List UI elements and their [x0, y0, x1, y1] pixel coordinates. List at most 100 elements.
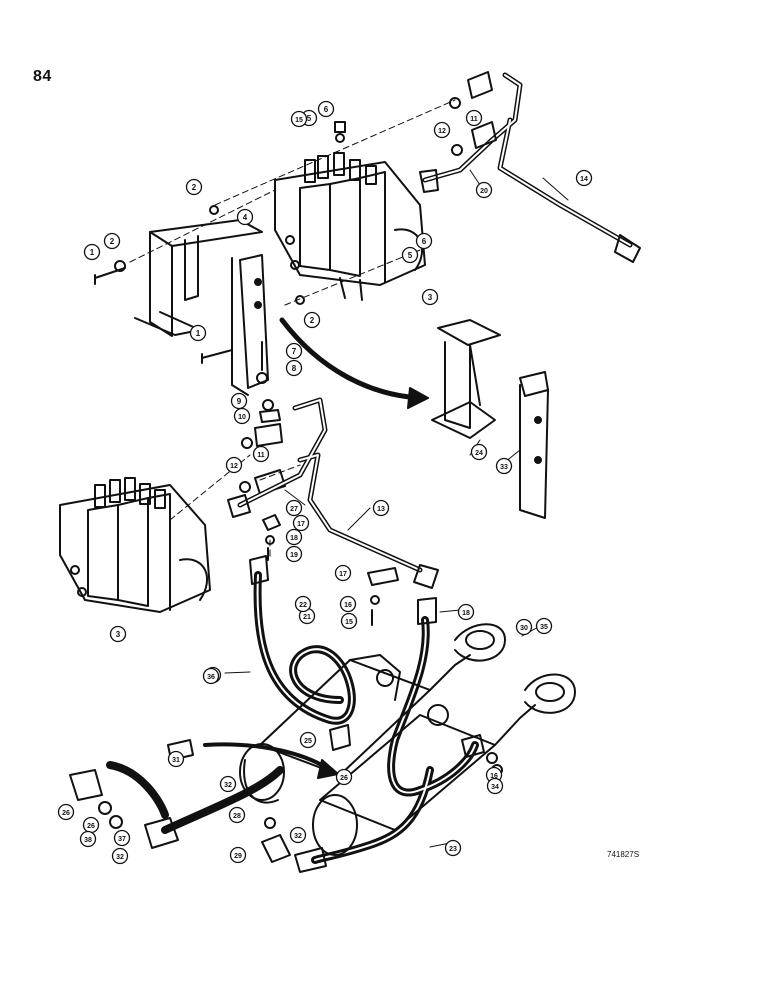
callout-33: 33: [495, 457, 513, 475]
steel-tubes-upper: [422, 72, 633, 248]
steel-tubes-middle-inner: [239, 399, 421, 571]
callout-label: 14: [580, 176, 588, 183]
callout-label: 16: [490, 773, 498, 780]
callout-label: 33: [500, 464, 508, 471]
callout-label: 17: [339, 571, 347, 578]
callout-label: 34: [491, 784, 499, 791]
callout-label: 36: [207, 674, 215, 681]
hydraulic-cylinder-lower: [312, 673, 576, 856]
callout-32: 32: [219, 775, 237, 793]
callout-32: 32: [289, 826, 307, 844]
callout-2: 2: [103, 232, 121, 250]
callout-11: 11: [465, 109, 483, 127]
callout-label: 38: [84, 837, 92, 844]
callout-group: 1122233455667891011111212131415151616171…: [57, 100, 593, 865]
mounting-bracket: [134, 219, 269, 396]
callout-8: 8: [285, 359, 303, 377]
callout-circle: [57, 803, 75, 821]
callout-circle: [335, 768, 353, 786]
control-valve-upper: [274, 152, 426, 301]
callout-label: 17: [297, 521, 305, 528]
callout-circle: [575, 169, 593, 187]
callout-17: 17: [334, 564, 352, 582]
callout-6: 6: [415, 232, 433, 250]
callout-circle: [202, 667, 220, 685]
callout-label: 18: [462, 610, 470, 617]
callout-circle: [317, 100, 335, 118]
callout-label: 4: [243, 213, 248, 222]
callout-circle: [486, 777, 504, 795]
callout-circle: [285, 528, 303, 546]
callout-label: 20: [480, 188, 488, 195]
callout-2: 2: [185, 178, 203, 196]
callout-label: 35: [540, 624, 548, 631]
callout-6: 6: [317, 100, 335, 118]
callout-circle: [113, 829, 131, 847]
callout-34: 34: [486, 777, 504, 795]
callout-label: 32: [294, 833, 302, 840]
tube-elbow: [614, 234, 641, 263]
callout-label: 6: [324, 105, 329, 114]
callout-circle: [83, 243, 101, 261]
bolts: [94, 205, 305, 384]
callout-circle: [219, 775, 237, 793]
callout-19: 19: [285, 545, 303, 563]
callout-7: 7: [285, 342, 303, 360]
callout-circle: [229, 846, 247, 864]
arrow-curve: [279, 317, 423, 401]
callout-circle: [535, 617, 553, 635]
callout-38: 38: [79, 830, 97, 848]
callout-1: 1: [83, 243, 101, 261]
callout-circle: [233, 407, 251, 425]
tube-elbow-left: [227, 494, 251, 518]
arrow-head: [407, 387, 429, 409]
arrow-curve-lower: [203, 742, 332, 772]
hydraulic-cylinder-upper: [239, 623, 506, 804]
callout-circle: [372, 499, 390, 517]
callout-label: 23: [449, 846, 457, 853]
callout-label: 5: [307, 114, 312, 123]
callout-20: 20: [475, 181, 493, 199]
callout-16: 16: [339, 595, 357, 613]
callout-circle: [290, 110, 308, 128]
callout-18: 18: [457, 603, 475, 621]
callout-circle: [294, 595, 312, 613]
hose-end-a: [249, 555, 269, 585]
callout-label: 37: [118, 836, 126, 843]
callout-28: 28: [228, 806, 246, 824]
callout-circle: [495, 457, 513, 475]
callout-circle: [340, 612, 358, 630]
hydraulic-hoses: [106, 571, 479, 864]
callout-27: 27: [285, 499, 303, 517]
control-valve-lower: [59, 477, 211, 613]
callout-label: 22: [299, 602, 307, 609]
callout-13: 13: [372, 499, 390, 517]
callout-25: 25: [299, 731, 317, 749]
callout-11: 11: [252, 445, 270, 463]
callout-5: 5: [401, 246, 419, 264]
callout-circle: [515, 618, 533, 636]
callout-circle: [225, 456, 243, 474]
callout-circle: [401, 246, 419, 264]
callout-circle: [289, 826, 307, 844]
callout-circle: [299, 731, 317, 749]
callout-circle: [444, 839, 462, 857]
callout-label: 15: [345, 619, 353, 626]
callout-label: 30: [520, 625, 528, 632]
callout-36: 36: [202, 667, 220, 685]
hydraulic-hoses-inner: [256, 574, 476, 861]
callout-9: 9: [230, 392, 248, 410]
callout-label: 3: [116, 630, 121, 639]
callout-circle: [285, 342, 303, 360]
callout-label: 24: [475, 450, 483, 457]
callout-label: 11: [257, 452, 265, 459]
callout-24: 24: [470, 443, 488, 461]
callout-circle: [292, 514, 310, 532]
alternate-bracket-33: [519, 371, 549, 519]
callout-label: 2: [110, 237, 115, 246]
callout-35: 35: [535, 617, 553, 635]
callout-label: 27: [290, 506, 298, 513]
callout-label: 1: [196, 329, 201, 338]
callout-26: 26: [82, 816, 100, 834]
callout-31: 31: [167, 750, 185, 768]
